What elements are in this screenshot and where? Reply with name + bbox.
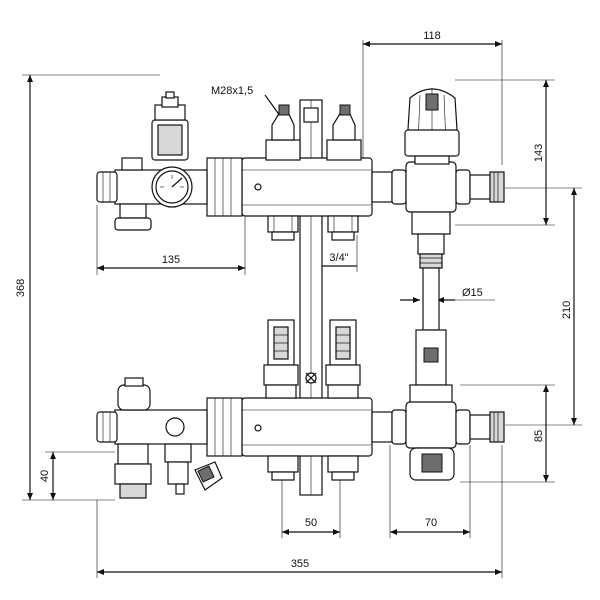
dim-thread: M28x1,5	[211, 85, 253, 97]
dim-diameter: Ø15	[462, 287, 483, 299]
bottom-manifold	[241, 319, 373, 481]
dim-outlet-spacing: 50	[305, 517, 317, 529]
dim-right-offset: 70	[425, 517, 437, 529]
dim-overall-height: 368	[15, 279, 27, 297]
right-bottom-assembly	[371, 329, 505, 481]
right-top-assembly	[371, 88, 505, 331]
dim-left-span: 135	[162, 254, 180, 266]
dim-branch-thread: 3/4"	[329, 252, 348, 264]
left-bottom-assembly	[96, 377, 243, 499]
dim-left-bottom: 40	[39, 470, 51, 482]
dim-right-top: 143	[533, 144, 545, 162]
dimension-lines	[22, 40, 582, 578]
dimension-labels: 118 M28x1,5 143 368 135 3/4" Ø15 210 85 …	[15, 30, 573, 570]
dim-top-width: 118	[423, 30, 441, 42]
dim-overall-width: 355	[291, 558, 309, 570]
left-top-assembly	[96, 91, 243, 231]
dim-right-middle: 210	[561, 301, 573, 319]
dim-right-bottom: 85	[533, 430, 545, 442]
